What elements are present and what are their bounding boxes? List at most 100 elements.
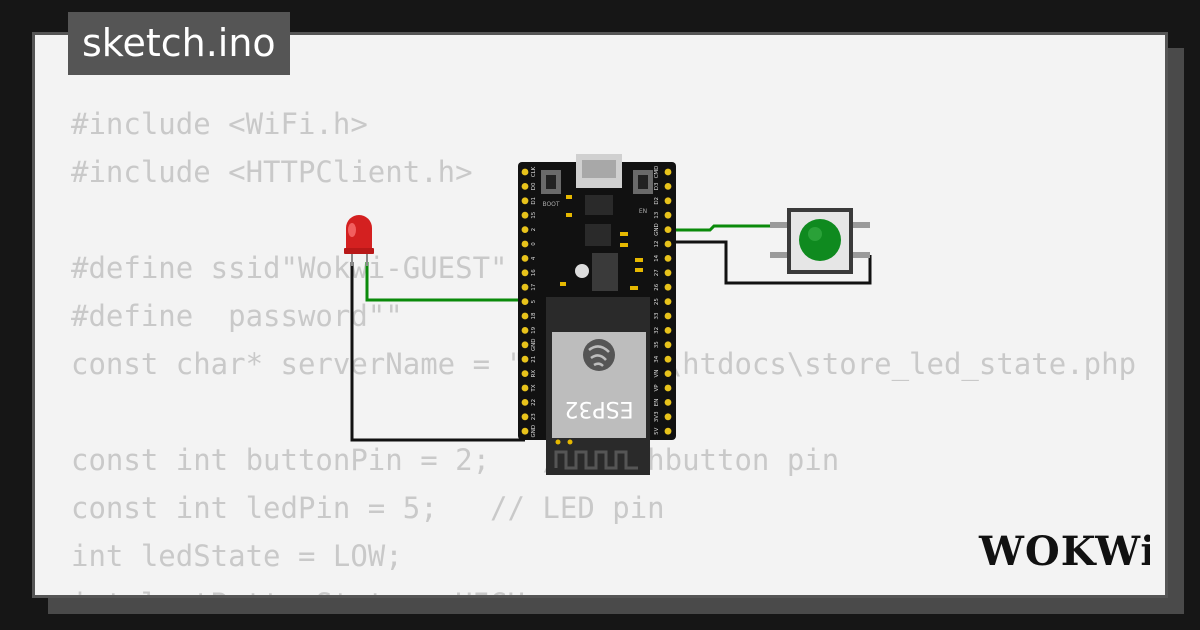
wires: [350, 224, 872, 442]
left-pin-label: 0: [531, 242, 537, 246]
right-pin-label: 33: [654, 312, 660, 319]
left-pin-label: 18: [531, 312, 537, 319]
pushbutton[interactable]: [770, 208, 870, 274]
wire-led-anode: [365, 262, 527, 302]
svg-text:WOKWi: WOKWi: [978, 528, 1150, 575]
left-pin-5[interactable]: [521, 298, 529, 305]
left-pin-0[interactable]: [521, 240, 529, 248]
left-pin-18[interactable]: [521, 312, 529, 320]
left-pin-22[interactable]: [521, 399, 529, 406]
right-pin-32[interactable]: [664, 327, 672, 334]
file-tab[interactable]: sketch.ino: [68, 12, 290, 75]
left-pin-label: CLK: [531, 166, 537, 177]
right-pin-5v[interactable]: [664, 427, 672, 435]
right-pin-26[interactable]: [664, 283, 672, 291]
espressif-logo-icon: [583, 339, 615, 371]
ldo-chip: [592, 253, 618, 291]
power-led: [575, 264, 589, 278]
left-pin-label: 22: [531, 399, 537, 406]
right-pin-label: D3: [654, 182, 660, 190]
wire-button-3v3: [668, 240, 872, 285]
left-pin-label: GND: [531, 338, 537, 351]
regulator-chip: [585, 195, 613, 215]
left-pin-label: 23: [531, 413, 537, 420]
right-pin-label: 3V3: [654, 411, 660, 422]
left-pin-label: 17: [531, 283, 537, 290]
left-pin-label: D0: [531, 182, 537, 190]
left-pin-gnd[interactable]: [521, 427, 529, 435]
wire-led-cathode-gnd: [350, 262, 525, 442]
right-pin-label: 14: [654, 254, 660, 261]
left-pin-16[interactable]: [521, 269, 529, 277]
right-pin-label: D2: [654, 197, 660, 205]
right-pin-en[interactable]: [664, 399, 672, 406]
left-pin-label: RX: [531, 370, 537, 378]
right-pin-cmd[interactable]: [664, 168, 672, 176]
right-pin-13[interactable]: [664, 211, 672, 219]
left-pin-23[interactable]: [521, 413, 529, 421]
left-pin-label: 4: [531, 256, 537, 260]
right-pin-14[interactable]: [664, 255, 672, 262]
wokwi-logo: WOKWi: [978, 528, 1150, 575]
svg-text:BOOT: BOOT: [542, 201, 559, 208]
right-pin-33[interactable]: [664, 312, 672, 320]
right-pin-label: 13: [654, 211, 660, 218]
left-pin-tx[interactable]: [521, 384, 529, 392]
antenna: [554, 450, 638, 470]
red-led[interactable]: [344, 215, 374, 266]
left-pin-label: 2: [531, 228, 537, 232]
right-pin-label: CMD: [654, 166, 660, 179]
right-pin-label: 35: [654, 341, 660, 348]
left-pin-label: 5: [531, 299, 537, 303]
right-pin-vn[interactable]: [664, 370, 672, 377]
right-pin-label: VP: [654, 384, 660, 392]
left-pin-label: 21: [531, 356, 537, 363]
left-pin-label: TX: [531, 384, 537, 392]
left-pin-label: GND: [531, 425, 537, 438]
chip-label: ESP32: [564, 396, 633, 421]
right-pin-d2[interactable]: [664, 197, 672, 205]
right-pin-label: 26: [654, 283, 660, 290]
left-pin-rx[interactable]: [521, 370, 529, 377]
left-pin-label: 16: [531, 269, 537, 276]
right-pin-label: 12: [654, 241, 660, 248]
right-pin-vp[interactable]: [664, 384, 672, 392]
right-pin-label: GND: [654, 223, 660, 236]
right-pin-label: EN: [654, 399, 660, 407]
usb-port: [576, 154, 622, 188]
right-pin-gnd[interactable]: [664, 226, 672, 234]
left-pin-21[interactable]: [521, 355, 529, 363]
right-pin-25[interactable]: [664, 298, 672, 305]
right-pin-label: 27: [654, 269, 660, 276]
left-pin-gnd[interactable]: [521, 341, 529, 349]
right-pin-label: 32: [654, 327, 660, 334]
right-pin-3v3[interactable]: [664, 413, 672, 421]
right-pin-12[interactable]: [664, 240, 672, 248]
left-pin-clk[interactable]: [521, 168, 529, 176]
boot-button: BOOT: [541, 170, 561, 208]
left-pin-label: D1: [531, 197, 537, 205]
right-pin-27[interactable]: [664, 269, 672, 277]
left-pin-d1[interactable]: [521, 197, 529, 205]
right-pin-d3[interactable]: [664, 183, 672, 190]
left-pin-d0[interactable]: [521, 183, 529, 190]
right-pin-label: 25: [654, 298, 660, 305]
en-button: EN: [633, 170, 653, 215]
svg-text:EN: EN: [639, 208, 647, 215]
right-pin-label: VN: [654, 370, 660, 378]
left-pin-15[interactable]: [521, 211, 529, 219]
left-pin-4[interactable]: [521, 255, 529, 262]
left-pin-19[interactable]: [521, 327, 529, 334]
left-pin-17[interactable]: [521, 283, 529, 291]
left-pin-2[interactable]: [521, 226, 529, 234]
right-pin-35[interactable]: [664, 341, 672, 349]
right-pin-label: 5V: [654, 427, 660, 434]
right-pin-34[interactable]: [664, 355, 672, 363]
left-pin-label: 19: [531, 326, 537, 333]
right-pin-label: 34: [654, 355, 660, 362]
usb-uart-chip: [585, 224, 611, 246]
